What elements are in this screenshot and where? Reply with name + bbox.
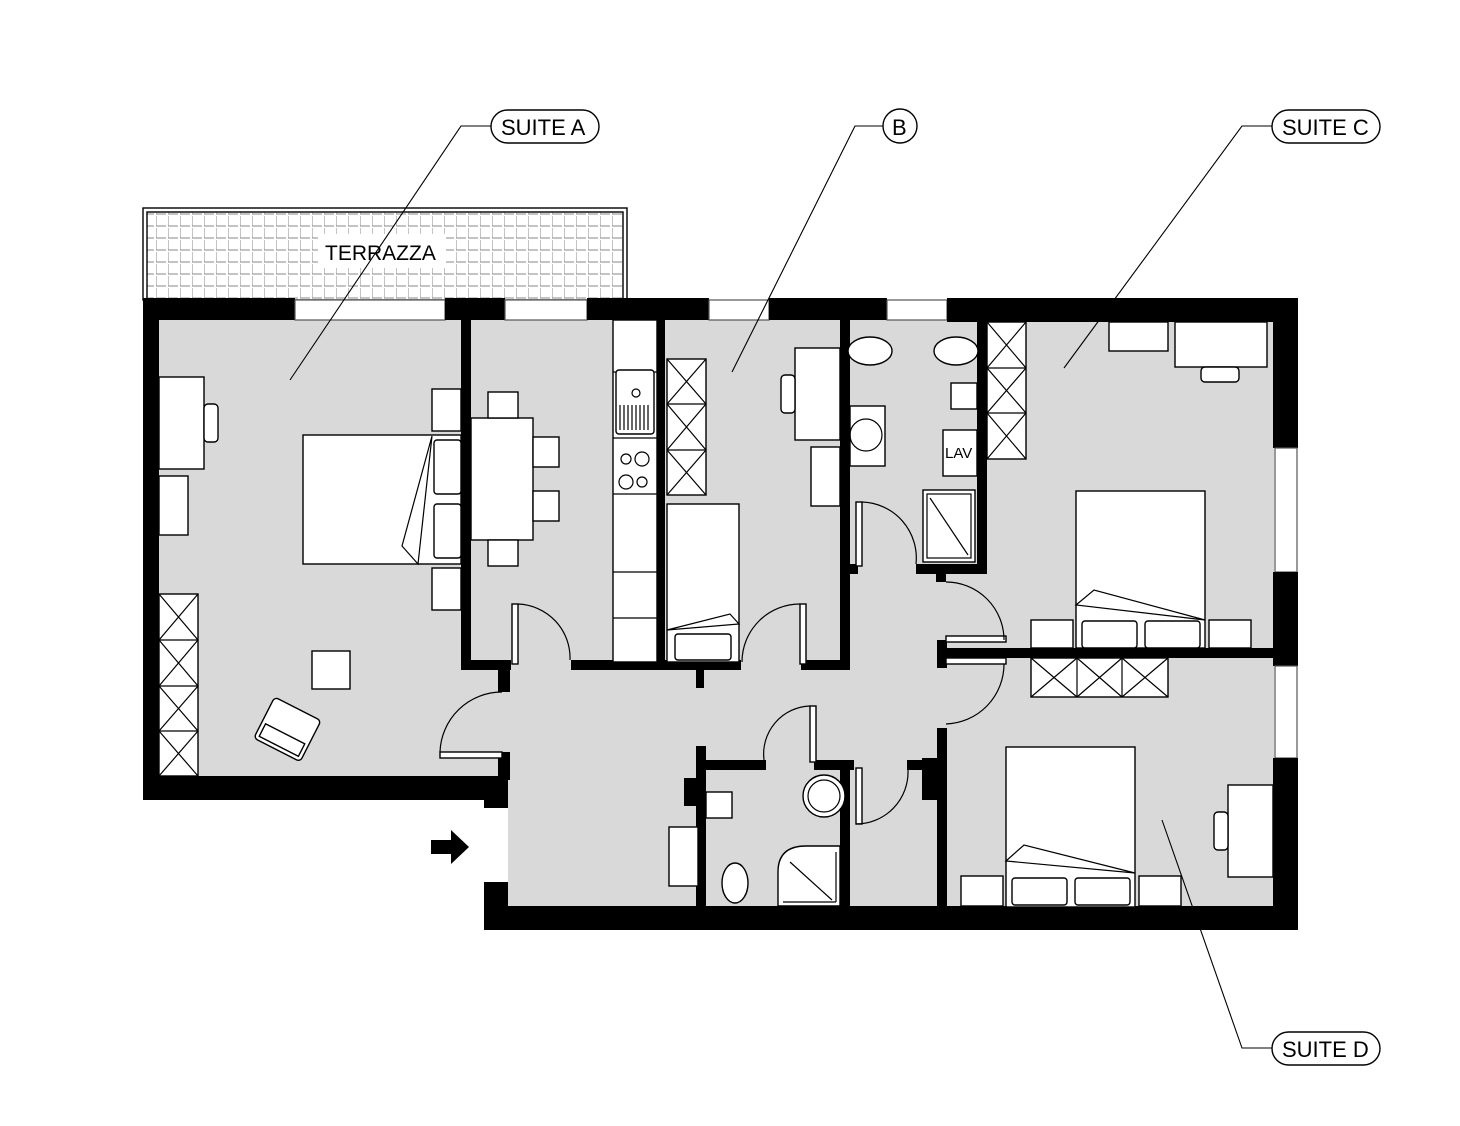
suite-a-furniture: [158, 376, 462, 777]
kitchen-dining: [470, 319, 658, 663]
suite-a-tag: SUITE A: [289, 109, 600, 381]
wardrobe: [1030, 657, 1169, 698]
terrace: TERRAZZA: [142, 207, 628, 301]
wardrobe: [158, 593, 199, 777]
stove: [618, 451, 650, 490]
terrace-label: TERRAZZA: [325, 242, 436, 265]
wardrobe: [666, 358, 707, 496]
wardrobe: [986, 321, 1027, 460]
suite-d-furniture: [960, 657, 1274, 908]
suite-d-label: SUITE D: [1282, 1037, 1369, 1062]
outer-walls: [143, 298, 1298, 930]
hall-furniture: [668, 774, 846, 907]
suite-c-tag: SUITE C: [1063, 109, 1381, 369]
suite-c-furniture: [986, 321, 1268, 649]
suite-d-tag: SUITE D: [1161, 819, 1381, 1066]
suite-a-label: SUITE A: [501, 115, 586, 140]
dining-table: [470, 417, 534, 541]
interior-walls: [461, 320, 1298, 908]
arrow-right-icon: [431, 830, 469, 864]
suite-b-label: B: [892, 115, 907, 140]
suite-c-label: SUITE C: [1282, 115, 1369, 140]
doors: [439, 501, 1007, 825]
room-b-furniture: [666, 347, 841, 663]
bathroom-fixtures: LAV: [847, 336, 979, 563]
suite-b-tag: B: [731, 108, 918, 373]
laundry-label: LAV: [945, 445, 972, 462]
